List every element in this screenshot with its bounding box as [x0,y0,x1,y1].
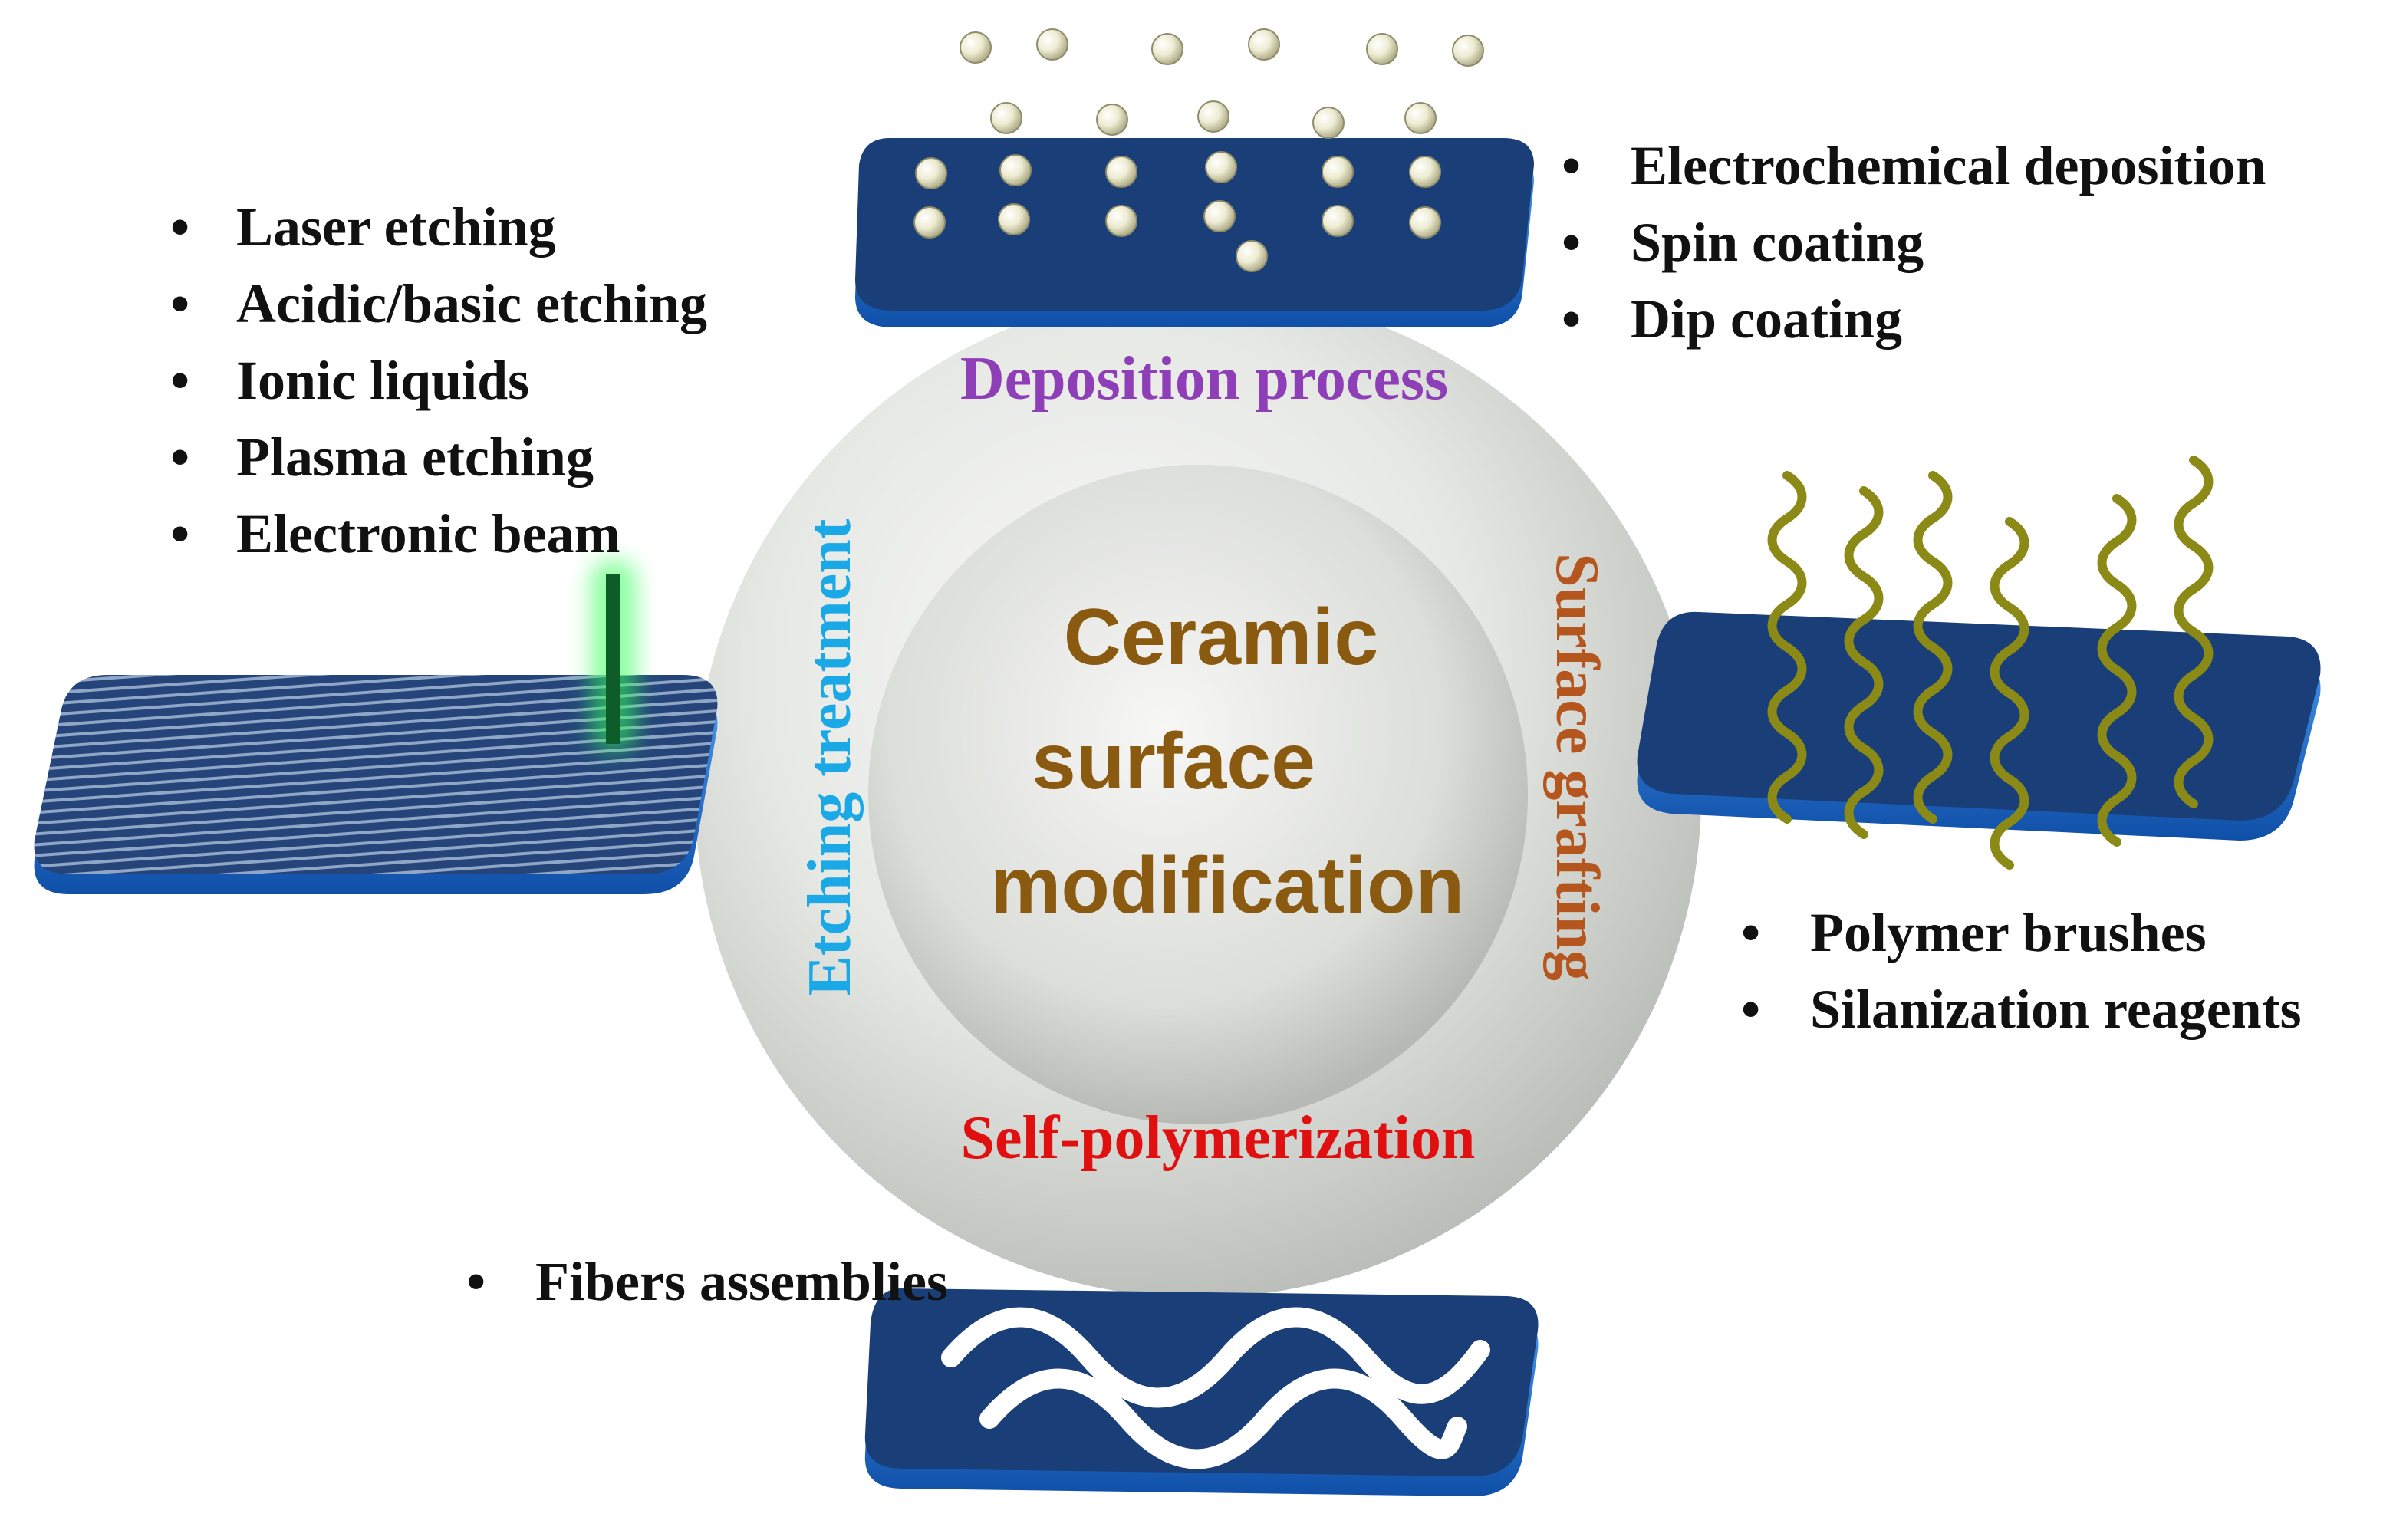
grafting-methods-list: • Polymer brushes • Silanization reagent… [1741,902,2302,1040]
method-dip-coating: Dip coating [1631,288,1902,350]
grafting-plate [1637,611,2321,841]
particle-icon [1452,35,1484,67]
particle-icon [999,154,1032,186]
particle-icon [1105,156,1137,188]
particle-icon [1322,205,1354,237]
bullet-icon: • [170,503,189,564]
method-polymer-brushes: Polymer brushes [1810,902,2207,963]
deposition-methods-list: • Electrochemical deposition • Spin coat… [1562,135,2266,350]
particle-icon [1409,206,1441,239]
fiber-icon [941,1307,1490,1469]
bullet-icon: • [1562,212,1581,273]
particle-icon [960,31,992,64]
bullet-icon: • [170,426,189,488]
bullet-icon: • [170,196,189,258]
polymer-brush-icon [1767,471,1807,824]
deposition-label: Deposition process [960,345,1448,413]
bullet-icon: • [1562,135,1581,196]
particle-icon [913,206,946,239]
inner-sphere [868,465,1528,1124]
polymer-brush-icon [1990,517,2029,870]
particle-icon [1203,200,1236,232]
polymerization-label: Self-polymerization [961,1104,1476,1172]
particle-group [913,28,1484,272]
particle-icon [1197,100,1229,133]
particle-icon [915,157,947,189]
bullet-icon: • [466,1251,486,1312]
laser-beam-icon [591,560,637,752]
center-title-line2: surface [1032,717,1315,806]
bullet-icon: • [1741,979,1760,1040]
particle-icon [1312,107,1345,139]
method-acidic-basic-etching: Acidic/basic etching [236,273,707,334]
center-title-line3: modification [990,841,1464,930]
polymer-brush-group [1767,456,2214,870]
method-ionic-liquids: Ionic liquids [236,350,529,411]
method-electrochemical-deposition: Electrochemical deposition [1631,135,2266,196]
bullet-icon: • [170,273,189,334]
method-laser-etching: Laser etching [236,196,556,258]
particle-icon [1151,33,1183,65]
grafting-label: Surface grafting [1543,553,1611,981]
particle-icon [1248,28,1280,61]
particle-icon [1236,240,1268,272]
particle-icon [1205,151,1237,183]
bullet-icon: • [170,350,189,411]
etching-label: Etching treatment [796,518,864,996]
particle-icon [1409,156,1441,188]
center-title: Ceramic surface modification [990,593,1464,930]
method-silanization-reagents: Silanization reagents [1810,979,2302,1040]
bullet-icon: • [1741,902,1760,963]
polymer-brush-icon [1844,486,1884,839]
particle-icon [1404,102,1437,134]
particle-icon [1366,33,1398,65]
method-fibers-assemblies: Fibers assemblies [535,1251,948,1312]
polymer-brush-icon [1913,471,1953,824]
polymer-brush-icon [2097,494,2137,847]
etching-plate [34,675,718,894]
particle-icon [1322,156,1354,188]
particle-icon [1096,104,1128,136]
method-plasma-etching: Plasma etching [236,426,594,488]
particle-icon [1105,205,1137,237]
method-electronic-beam: Electronic beam [236,503,620,564]
method-spin-coating: Spin coating [1631,212,1924,273]
polymer-brush-icon [2174,456,2214,808]
polymerization-methods-list: • Fibers assemblies [466,1251,948,1312]
center-title-line1: Ceramic [1064,593,1378,682]
etching-methods-list: • Laser etching • Acidic/basic etching •… [170,196,707,564]
particle-icon [1036,28,1068,61]
particle-icon [998,203,1030,235]
bullet-icon: • [1562,288,1581,350]
particle-icon [990,102,1022,134]
